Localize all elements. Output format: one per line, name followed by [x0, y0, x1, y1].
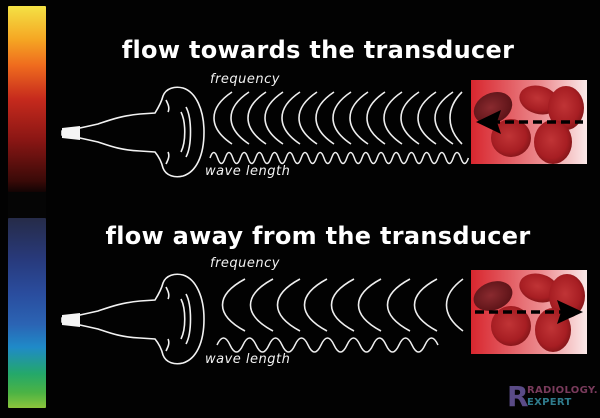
- frequency-label-bottom: frequency: [210, 256, 280, 271]
- radiology-expert-logo: R RADIOLOGY. EXPERT: [505, 382, 600, 412]
- color-scale-red: [8, 6, 46, 192]
- frequency-label-top: frequency: [210, 72, 280, 87]
- blood-cells-panel-bottom: [471, 270, 587, 360]
- color-scale-divider: [8, 192, 46, 218]
- wavelength-label-top: wave length: [205, 164, 291, 179]
- logo-line2: EXPERT: [527, 397, 572, 408]
- color-scale-blue: [8, 218, 46, 408]
- panel-title-away: flow away from the transducer: [105, 222, 531, 250]
- logo-line1: RADIOLOGY.: [527, 385, 598, 396]
- logo-letter: R: [507, 380, 529, 413]
- blood-cells-panel-top: [471, 80, 587, 170]
- wavelength-label-bottom: wave length: [205, 352, 291, 367]
- panel-title-towards: flow towards the transducer: [121, 36, 515, 64]
